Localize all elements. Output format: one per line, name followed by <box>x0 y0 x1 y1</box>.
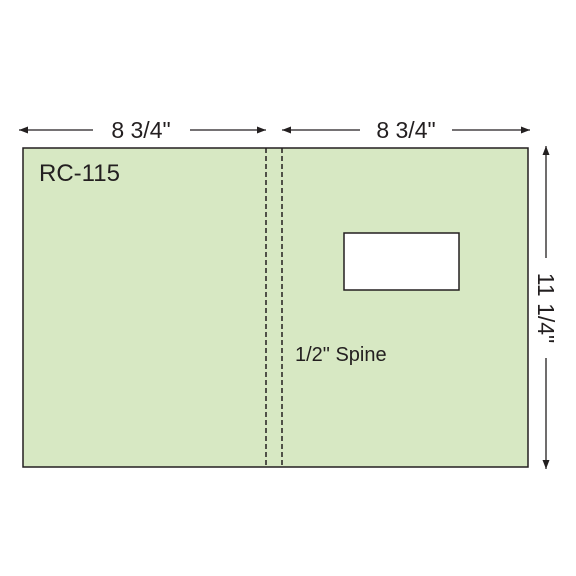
height-label: 11 1/4" <box>533 273 559 343</box>
model-label: RC-115 <box>39 160 120 187</box>
spine-label: 1/2" Spine <box>295 344 387 366</box>
folder-panel <box>22 147 529 468</box>
die-cut-window <box>343 232 460 291</box>
right-width-label: 8 3/4" <box>376 117 435 143</box>
left-width-label: 8 3/4" <box>111 117 170 143</box>
